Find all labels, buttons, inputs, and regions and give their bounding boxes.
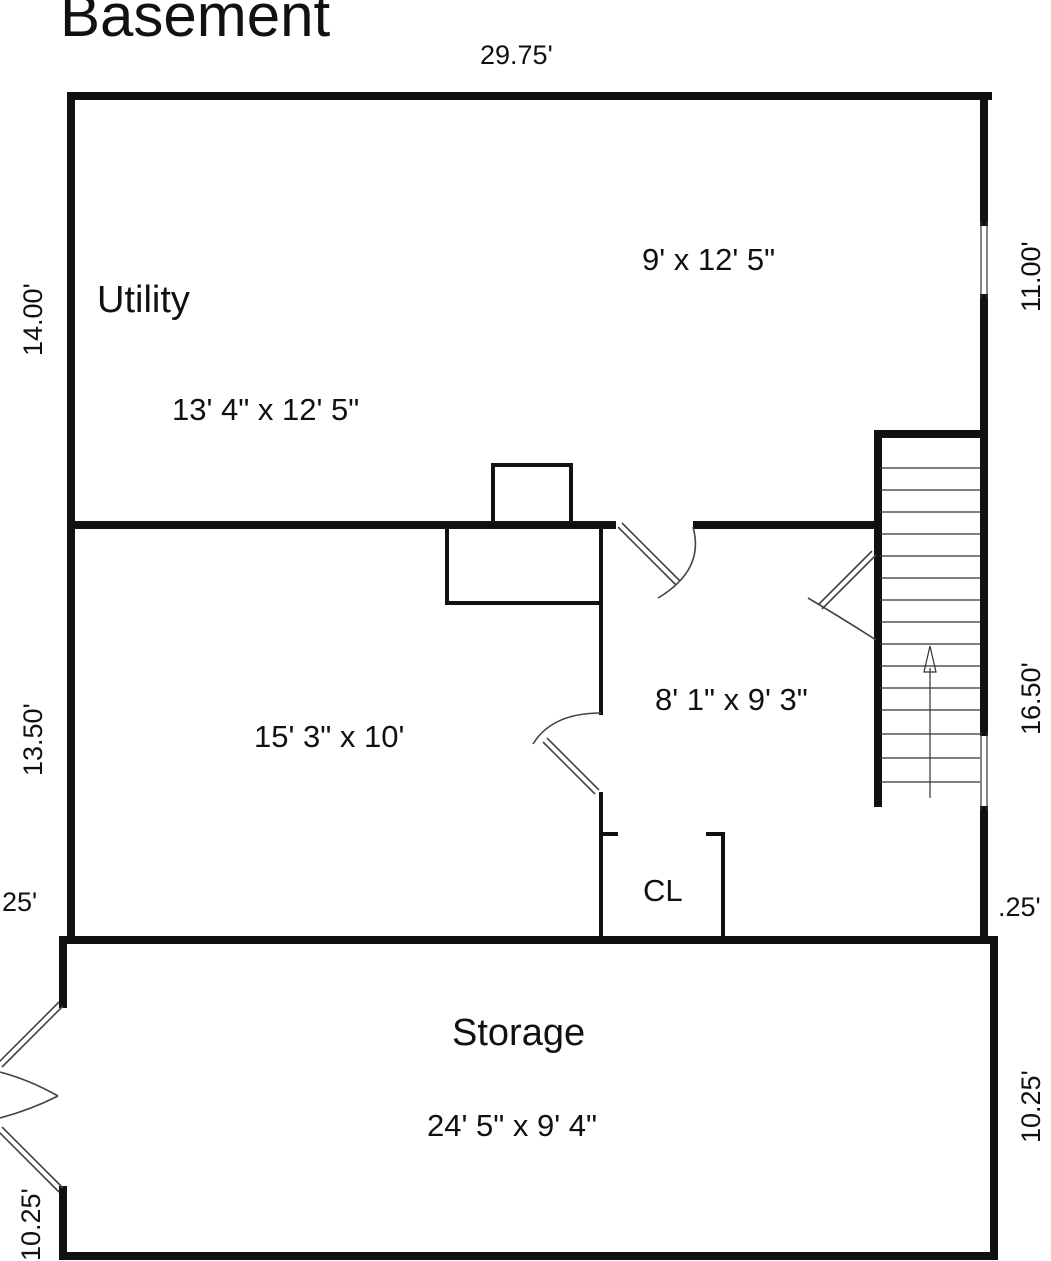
left-middle-dimension: 13.50'	[18, 703, 48, 776]
utility-room-name: Utility	[97, 279, 190, 321]
right-lower-dimension: 10.25'	[1016, 1070, 1046, 1143]
utility-door	[617, 522, 697, 599]
plan-title: Basement	[60, 0, 330, 49]
top-dimension: 29.75'	[480, 40, 553, 70]
right-small-dimension: .25'	[998, 892, 1041, 922]
storage-walls	[59, 936, 998, 1260]
left-lower-dimension: 10.25'	[16, 1188, 46, 1261]
utility-right-size: 9' x 12' 5"	[642, 242, 775, 277]
left-room-size: 15' 3" x 10'	[254, 719, 404, 754]
stairs	[874, 430, 988, 807]
left-upper-dimension: 14.00'	[18, 283, 48, 356]
mechanical-box	[445, 527, 600, 605]
hall-size: 8' 1" x 9' 3"	[655, 682, 808, 717]
closet-name: CL	[643, 873, 683, 908]
storage-room-size: 24' 5" x 9' 4"	[427, 1108, 597, 1143]
right-middle-dimension: 16.50'	[1016, 662, 1046, 735]
closet-walls	[601, 832, 725, 940]
utility-room-size: 13' 4" x 12' 5"	[172, 392, 359, 427]
right-upper-dimension: 11.00'	[1016, 241, 1046, 312]
right-window-lower	[980, 732, 988, 810]
storage-double-door	[0, 1001, 64, 1193]
right-window-upper	[980, 222, 988, 298]
chimney-box	[491, 463, 573, 527]
exterior-walls	[67, 92, 992, 944]
stair-door	[807, 550, 877, 641]
storage-room-name: Storage	[452, 1012, 585, 1054]
left-room-door	[532, 712, 602, 795]
left-small-dimension: 25'	[2, 887, 37, 917]
